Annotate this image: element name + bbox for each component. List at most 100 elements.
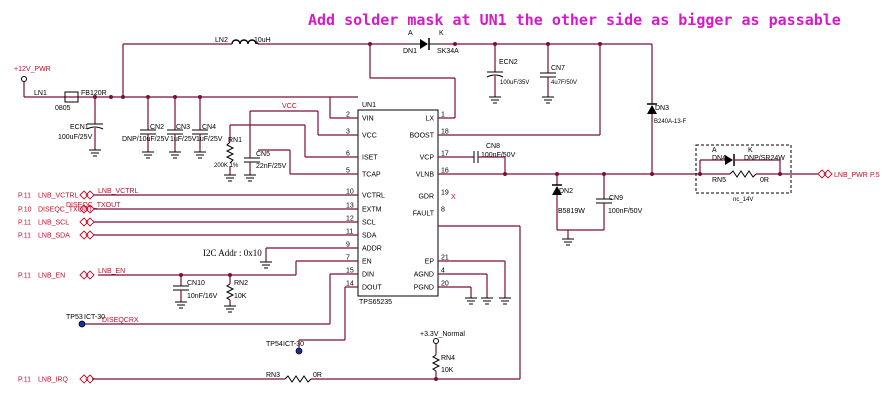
cn8-ref: CN8: [486, 143, 500, 150]
net-label: DISEQC_TXOUT: [66, 202, 121, 209]
vcc-network: VCC CN5 22nF/25V RN1 200K 1%: [214, 103, 358, 182]
port-name: LNB_EN: [38, 273, 65, 280]
tp54-ref: TP54: [266, 341, 283, 348]
ic-pin-number: 12: [346, 216, 354, 223]
diode-dn3: DN3 B240A-13-F: [647, 103, 687, 176]
ground-pins: X: [438, 194, 511, 305]
ic-pin-number: 5: [346, 168, 350, 175]
ic-pin-number: 7: [346, 255, 350, 262]
ecn2-value: 100uF/35V: [500, 80, 529, 86]
dn3-ref: DN3: [655, 105, 669, 112]
cap-cn7: CN7 4u7F/50V: [540, 44, 577, 104]
rn4-ref: RN4: [441, 355, 455, 362]
ic-pin-name: GDR: [418, 194, 434, 201]
ic-pin-number: 6: [346, 151, 350, 158]
ic-un1: UN1 TPS65235 VIN2VCC3ISET6TCAP5VCTRL10EX…: [346, 102, 449, 306]
port-arrow-icon: [79, 270, 95, 280]
port-arrow-icon: [79, 190, 95, 200]
ln2-value: 10uH: [254, 37, 271, 44]
port-lnb-scl: P.11 LNB_SCL: [18, 217, 358, 227]
ic-pin-name: AGND: [414, 272, 434, 279]
output-section: CN8 100nF/50V DN2 B5819W CN9 100nF/50V: [438, 143, 700, 246]
ic-pin-name: LX: [425, 116, 434, 123]
ic-pin-name: SCL: [362, 220, 376, 227]
cn9-value: 100nF/50V: [608, 208, 643, 215]
ic-pin-name: VCTRL: [362, 193, 385, 200]
cn5-value: 22nF/25V: [256, 163, 287, 170]
ic-ref: UN1: [362, 102, 376, 109]
port-name: LNB_VCTRL: [38, 193, 79, 200]
port-lnb-sda: P.11 LNB_SDA: [18, 230, 358, 240]
ic-body: [357, 109, 439, 297]
option-box-label: nc_14V: [733, 197, 753, 203]
fb-package: 0805: [55, 105, 71, 112]
port-name: DISEQC_TXOUT: [38, 207, 93, 214]
en-network: CN10 10nF/16V RN2 10K: [98, 260, 358, 313]
cn9-ref: CN9: [609, 195, 623, 202]
port-arrow-icon: [79, 230, 95, 240]
ic-pin-number: 16: [441, 168, 449, 175]
ic-pin-name: DOUT: [362, 285, 383, 292]
input-section: +12V_PWR LN1 FB120R 0805: [14, 66, 358, 119]
rn5-value: 0R: [760, 177, 769, 184]
ecn1-ref: ECN1: [70, 124, 89, 131]
ic-pin-name: ISET: [362, 155, 378, 162]
tp54-part: ICT-30: [283, 341, 304, 348]
rn3-ref: RN3: [266, 372, 280, 379]
dn4-value: DNP/SR24W: [744, 155, 785, 162]
ecn2-ref: ECN2: [499, 59, 518, 66]
cn8-value: 100nF/50V: [481, 152, 516, 159]
port-page: P.11: [18, 220, 31, 227]
port-page: P.10: [18, 207, 32, 214]
ln1-ref: LN1: [34, 90, 47, 97]
dn1-value: SK34A: [437, 48, 459, 55]
ic-pin-name: VCC: [362, 133, 377, 140]
ic-pin-number: 13: [346, 203, 354, 210]
ic-pin-dout: DOUT 14: [346, 281, 383, 292]
ic-pin-name: PGND: [414, 285, 434, 292]
solder-mask-note: Add solder mask at UN1 the other side as…: [308, 11, 841, 29]
p12v-label: +12V_PWR: [14, 66, 51, 73]
cap-cn2: CN2 DNP/10uF/25V: [122, 97, 169, 159]
ic-pin-name: EN: [362, 259, 372, 266]
dn1-anode-label: A: [408, 30, 413, 37]
irq-network: RN3 0R +3.3V_Normal RN4 10K: [92, 225, 521, 383]
ic-pin-name: DIN: [362, 272, 374, 279]
ic-pin-number: 11: [346, 229, 353, 236]
ic-pin-scl: SCL 12: [346, 216, 376, 227]
ic-pin-number: 1: [441, 112, 445, 119]
lnb-pwr-port: LNB_PWR P.5: [817, 169, 880, 179]
ic-pin-en: EN 7: [346, 255, 372, 266]
ic-pin-name: FAULT: [413, 211, 435, 218]
net-label: LNB_VCTRL: [98, 188, 139, 195]
cap-ecn1: ECN1 100uF/25V: [58, 97, 104, 157]
port-name: LNB_IRQ: [38, 377, 69, 384]
port-page: P.11: [18, 233, 31, 240]
cn10-value: 10nF/16V: [187, 293, 218, 300]
port-name: LNB_SCL: [38, 220, 69, 227]
ic-pin-number: 14: [346, 281, 354, 288]
testpoint-tp53: TP53 ICT-30 DISEQCRX: [66, 273, 358, 328]
i2c-addr-text: I2C Addr : 0x10: [203, 248, 262, 258]
cn2-ref: CN2: [150, 124, 164, 131]
ic-left-pins: VIN2VCC3ISET6TCAP5VCTRL10EXTM13SCL12SDA1…: [346, 112, 385, 292]
diseqcrx-label: DISEQCRX: [102, 317, 139, 324]
cn7-value: 4u7F/50V: [551, 80, 577, 86]
port-name: LNB_SDA: [38, 233, 70, 240]
ic-pin-number: 17: [441, 151, 449, 158]
rn1-ref: RN1: [228, 137, 242, 144]
port-arrow-icon: [79, 374, 95, 384]
ic-pin-number: 2: [346, 112, 350, 119]
ic-pin-lx: LX 1: [425, 112, 445, 123]
gdr-nc-mark: X: [451, 194, 456, 201]
dn2-value: B5819W: [558, 208, 585, 215]
